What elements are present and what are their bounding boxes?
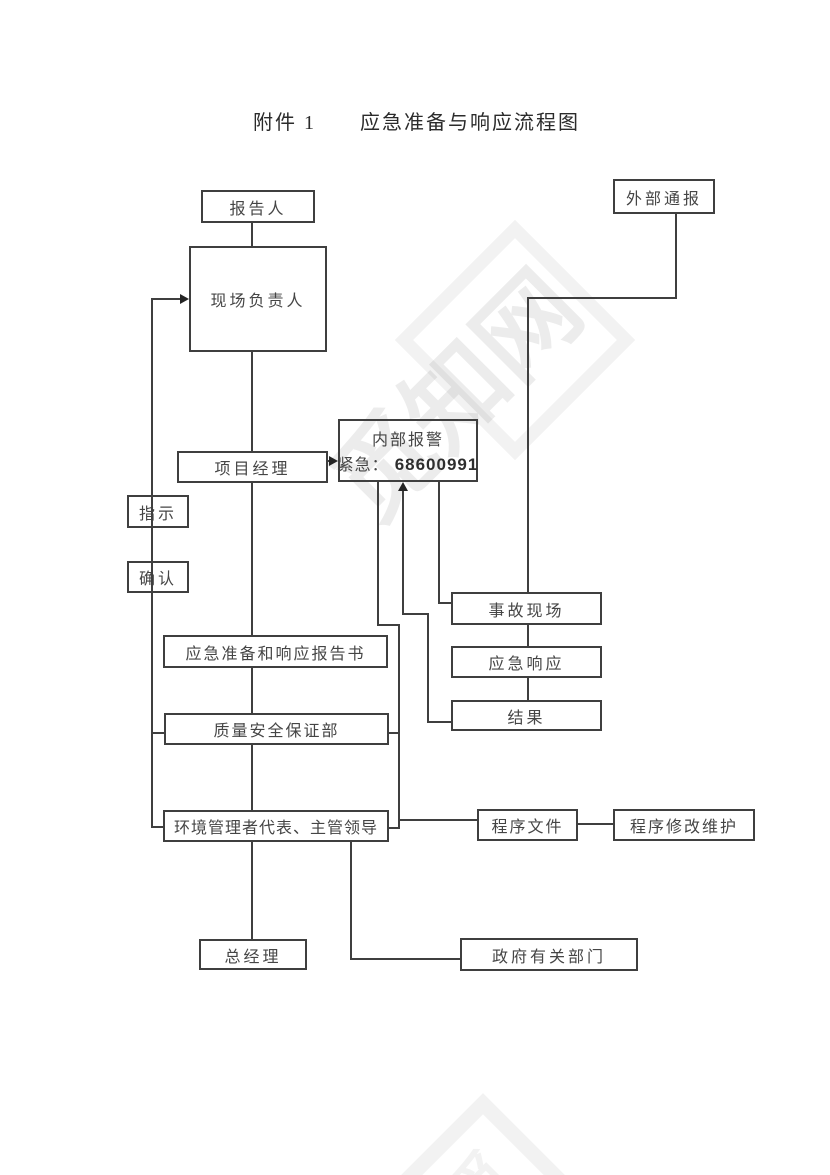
alarm-title: 内部报警: [371, 432, 444, 449]
connector-response-result: [527, 677, 529, 700]
alarm-emergency-line: 紧急： 68600991: [338, 451, 479, 475]
connector-sitemanager-projectmanager: [251, 352, 253, 451]
connector-reportdoc-qadept: [251, 668, 253, 713]
external-path-horizontal: [527, 297, 677, 299]
node-emergency-response-label: 应急响应: [488, 656, 565, 673]
feedback-line-vertical: [151, 298, 153, 828]
feedback-line-top-stub: [151, 298, 181, 300]
node-report-doc-label: 应急准备和响应报告书: [185, 645, 366, 663]
node-env-rep: 环境管理者代表、主管领导: [163, 810, 389, 842]
node-report-doc: 应急准备和响应报告书: [163, 635, 388, 668]
node-result-label: 结果: [507, 709, 546, 727]
alarm-accident-v: [438, 482, 440, 604]
node-external-notice-label: 外部通报: [625, 190, 702, 208]
connector-projectmanager-reportdoc: [251, 483, 253, 635]
node-project-manager: 项目经理: [177, 451, 328, 483]
node-reporter: 报告人: [201, 190, 315, 223]
node-emergency-response: 应急响应: [451, 646, 602, 678]
node-accident-scene: 事故现场: [451, 592, 602, 625]
envrep-gov-v: [350, 842, 352, 960]
arrowhead-into-alarm-bottom: [398, 482, 408, 491]
node-project-manager-label: 项目经理: [214, 461, 291, 478]
node-instruct-label: 指示: [138, 505, 177, 523]
node-procedure-file-label: 程序文件: [491, 819, 564, 836]
node-confirm: 确认: [127, 561, 189, 593]
alarm-accident-h: [438, 602, 451, 604]
node-reporter-label: 报告人: [229, 200, 287, 218]
node-confirm-label: 确认: [138, 571, 177, 588]
external-path-vertical2: [527, 297, 529, 593]
node-procedure-maintenance-label: 程序修改维护: [629, 819, 738, 836]
feedback-stub-qadept: [151, 732, 164, 734]
envrep-gov-h: [350, 958, 460, 960]
qa-alarm-v1: [377, 482, 379, 626]
qa-alarm-v2: [398, 624, 400, 829]
connector-envrep-gm: [251, 842, 253, 939]
qa-right-stub: [389, 732, 398, 734]
result-alarm-v2: [402, 489, 404, 615]
connector-reporter-sitemanager: [251, 223, 253, 246]
node-internal-alarm: 内部报警 紧急： 68600991: [338, 419, 478, 482]
alarm-phone-number: 68600991: [394, 455, 479, 474]
node-gov-dept-label: 政府有关部门: [491, 948, 606, 966]
result-alarm-h1: [427, 721, 451, 723]
arrowhead-into-alarm-left: [329, 456, 338, 466]
node-general-manager-label: 总经理: [224, 948, 282, 966]
qa-alarm-h1: [377, 624, 400, 626]
node-site-manager: 现场负责人: [189, 246, 327, 352]
node-qa-dept-label: 质量安全保证部: [213, 723, 340, 740]
node-procedure-maintenance: 程序修改维护: [613, 809, 755, 841]
page-title: 附件 1 应急准备与响应流程图: [253, 106, 580, 135]
result-alarm-h2: [402, 613, 429, 615]
connector-procfile-procmaint: [577, 823, 613, 825]
node-procedure-file: 程序文件: [477, 809, 578, 841]
branch-to-procedure-file: [398, 819, 477, 821]
envrep-right-stub: [388, 827, 398, 829]
node-env-rep-label: 环境管理者代表、主管领导: [173, 820, 378, 837]
arrowhead-into-sitemanager: [180, 294, 189, 304]
external-path-vertical1: [675, 213, 677, 299]
node-gov-dept: 政府有关部门: [460, 938, 638, 971]
node-general-manager: 总经理: [199, 939, 307, 970]
node-qa-dept: 质量安全保证部: [164, 713, 389, 745]
title-attachment-label: 附件 1: [253, 112, 316, 134]
feedback-stub-envrep: [151, 826, 163, 828]
connector-accident-response: [527, 625, 529, 646]
node-accident-scene-label: 事故现场: [488, 602, 565, 620]
title-main: 应急准备与响应流程图: [360, 112, 580, 134]
node-instruct: 指示: [127, 495, 189, 528]
alarm-urgent-label: 紧急：: [337, 457, 389, 474]
node-external-notice: 外部通报: [613, 179, 715, 214]
connector-qadept-envrep: [251, 745, 253, 810]
result-alarm-v1: [427, 613, 429, 723]
node-result: 结果: [451, 700, 602, 731]
node-site-manager-label: 现场负责人: [210, 293, 306, 310]
